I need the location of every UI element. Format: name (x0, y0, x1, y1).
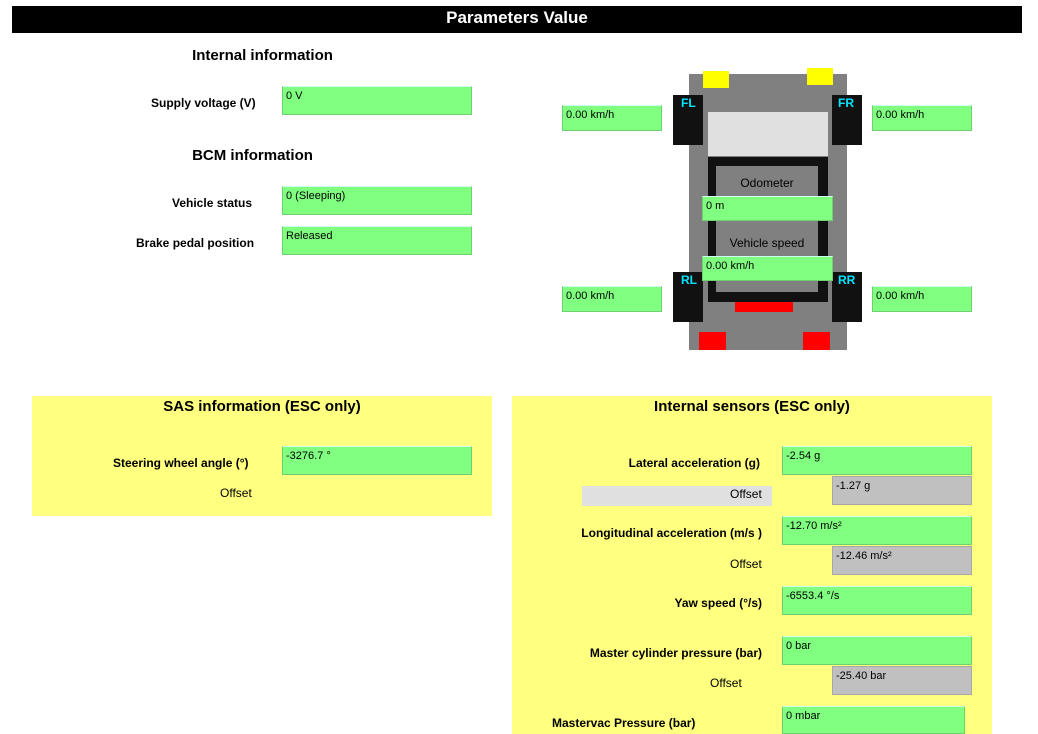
wheel-speed-rl-field: 0.00 km/h (562, 286, 662, 312)
yaw-speed-label: Yaw speed (°/s) (674, 596, 763, 610)
steering-offset-label: Offset (220, 486, 252, 500)
wheel-speed-rr-field: 0.00 km/h (872, 286, 972, 312)
lateral-offset-bar (582, 486, 772, 506)
rear-brake-light (735, 302, 793, 312)
taillight-right (803, 332, 830, 350)
lateral-accel-label: Lateral acceleration (g) (628, 456, 760, 470)
lateral-offset-label: Offset (730, 487, 762, 501)
bcm-info-title: BCM information (192, 147, 313, 164)
supply-voltage-label: Supply voltage (V) (151, 96, 256, 110)
odometer-field: 0 m (702, 196, 833, 221)
sensors-title: Internal sensors (ESC only) (654, 398, 850, 415)
sas-title: SAS information (ESC only) (163, 398, 361, 415)
vehicle-speed-label: Vehicle speed (729, 236, 805, 250)
wheel-speed-fr-field: 0.00 km/h (872, 105, 972, 131)
lateral-accel-field: -2.54 g (782, 446, 972, 475)
tire-rr-label: RR (838, 273, 856, 287)
steering-angle-label: Steering wheel angle (°) (113, 456, 249, 470)
mastervac-pressure-field: 0 mbar (782, 706, 965, 734)
longitudinal-offset-field: -12.46 m/s² (832, 546, 972, 575)
longitudinal-offset-label: Offset (730, 557, 762, 571)
longitudinal-accel-label: Longitudinal acceleration (m/s ) (581, 526, 762, 540)
lateral-offset-field: -1.27 g (832, 476, 972, 505)
longitudinal-accel-field: -12.70 m/s² (782, 516, 972, 545)
tire-fr (832, 95, 862, 145)
internal-info-title: Internal information (192, 47, 333, 64)
tire-rl (673, 272, 703, 322)
master-cylinder-label: Master cylinder pressure (bar) (589, 646, 762, 660)
tire-rl-label: RL (681, 273, 697, 287)
odometer-label: Odometer (740, 176, 794, 190)
tire-fr-label: FR (838, 96, 854, 110)
tire-fl-label: FL (681, 96, 696, 110)
mastervac-pressure-label: Mastervac Pressure (bar) (552, 716, 696, 730)
tire-fl (673, 95, 703, 145)
brake-pedal-label: Brake pedal position (136, 236, 255, 250)
vehicle-status-field: 0 (Sleeping) (282, 186, 472, 215)
windshield (708, 112, 828, 156)
supply-voltage-field: 0 V (282, 86, 472, 115)
vehicle-speed-field: 0.00 km/h (702, 256, 833, 281)
master-cylinder-field: 0 bar (782, 636, 972, 665)
steering-angle-field: -3276.7 ° (282, 446, 472, 475)
brake-pedal-field: Released (282, 226, 472, 255)
tire-rr (832, 272, 862, 322)
master-cylinder-offset-field: -25.40 bar (832, 666, 972, 695)
taillight-left (699, 332, 726, 350)
headlight-right (807, 68, 833, 85)
yaw-speed-field: -6553.4 °/s (782, 586, 972, 615)
vehicle-status-label: Vehicle status (172, 196, 253, 210)
wheel-speed-fl-field: 0.00 km/h (562, 105, 662, 131)
headlight-left (703, 71, 729, 88)
master-cylinder-offset-label: Offset (710, 676, 742, 690)
window-title: Parameters Value (12, 6, 1022, 33)
